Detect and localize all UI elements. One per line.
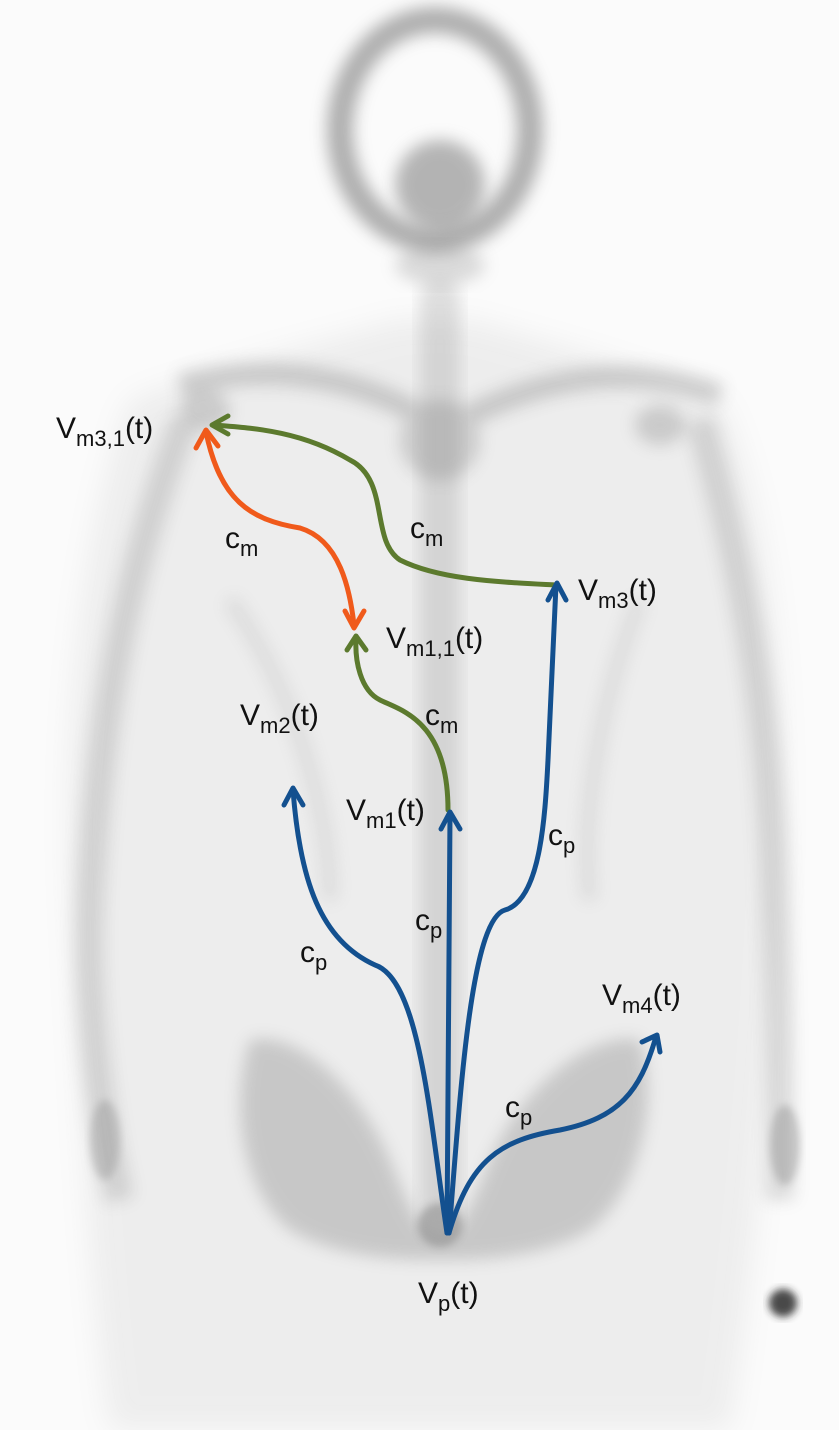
edge-vp-vm1 [447, 815, 450, 1233]
skull [340, 20, 530, 285]
